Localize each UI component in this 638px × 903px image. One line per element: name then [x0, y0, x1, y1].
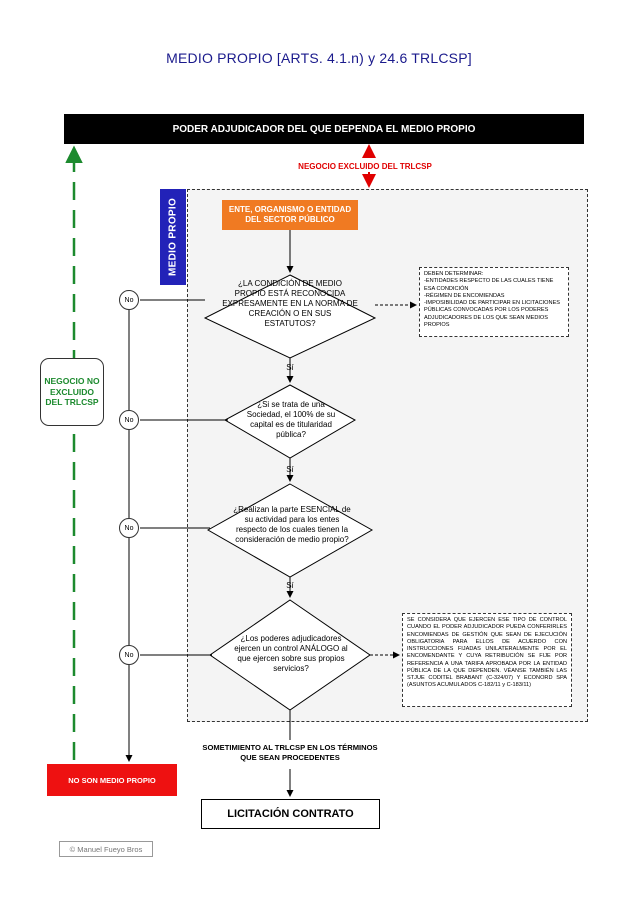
question-3: ¿Realizan la parte ESENCIAL de su activi… — [233, 505, 351, 544]
poder-adjudicador-bar: PODER ADJUDICADOR DEL QUE DEPENDA EL MED… — [64, 114, 584, 144]
sometimiento-label: SOMETIMIENTO AL TRLCSP EN LOS TÉRMINOS Q… — [202, 743, 378, 763]
no-circle-3: No — [119, 518, 139, 538]
note-control-analogo: SE CONSIDERA QUE EJERCEN ESE TIPO DE CON… — [402, 613, 572, 707]
no-circle-2: No — [119, 410, 139, 430]
yes-label-3: Sí — [286, 581, 294, 590]
yes-label-2: Sí — [286, 465, 294, 474]
copyright-label: © Manuel Fueyo Bros — [59, 841, 153, 857]
ente-box: ENTE, ORGANISMO O ENTIDAD DEL SECTOR PÚB… — [222, 200, 358, 230]
negocio-excluido-label: NEGOCIO EXCLUIDO DEL TRLCSP — [298, 162, 432, 171]
no-circle-1: No — [119, 290, 139, 310]
yes-label-1: Sí — [286, 363, 294, 372]
question-1: ¿LA CONDICIÓN DE MEDIO PROPIO ESTÁ RECON… — [222, 279, 358, 328]
negocio-no-excluido-box: NEGOCIO NO EXCLUIDO DEL TRLCSP — [40, 358, 104, 426]
licitacion-contrato-box: LICITACIÓN CONTRATO — [201, 799, 380, 829]
medio-propio-label: MEDIO PROPIO — [160, 189, 186, 285]
page-title: MEDIO PROPIO [ARTS. 4.1.n) y 24.6 TRLCSP… — [166, 50, 472, 66]
question-2: ¿Si se trata de una Sociedad, el 100% de… — [246, 400, 336, 439]
note-deben-determinar: DEBEN DETERMINAR: -ENTIDADES RESPECTO DE… — [419, 267, 569, 337]
no-circle-4: No — [119, 645, 139, 665]
no-son-medio-propio-box: NO SON MEDIO PROPIO — [47, 764, 177, 796]
question-4: ¿Los poderes adjudicadores ejercen un co… — [234, 634, 348, 673]
